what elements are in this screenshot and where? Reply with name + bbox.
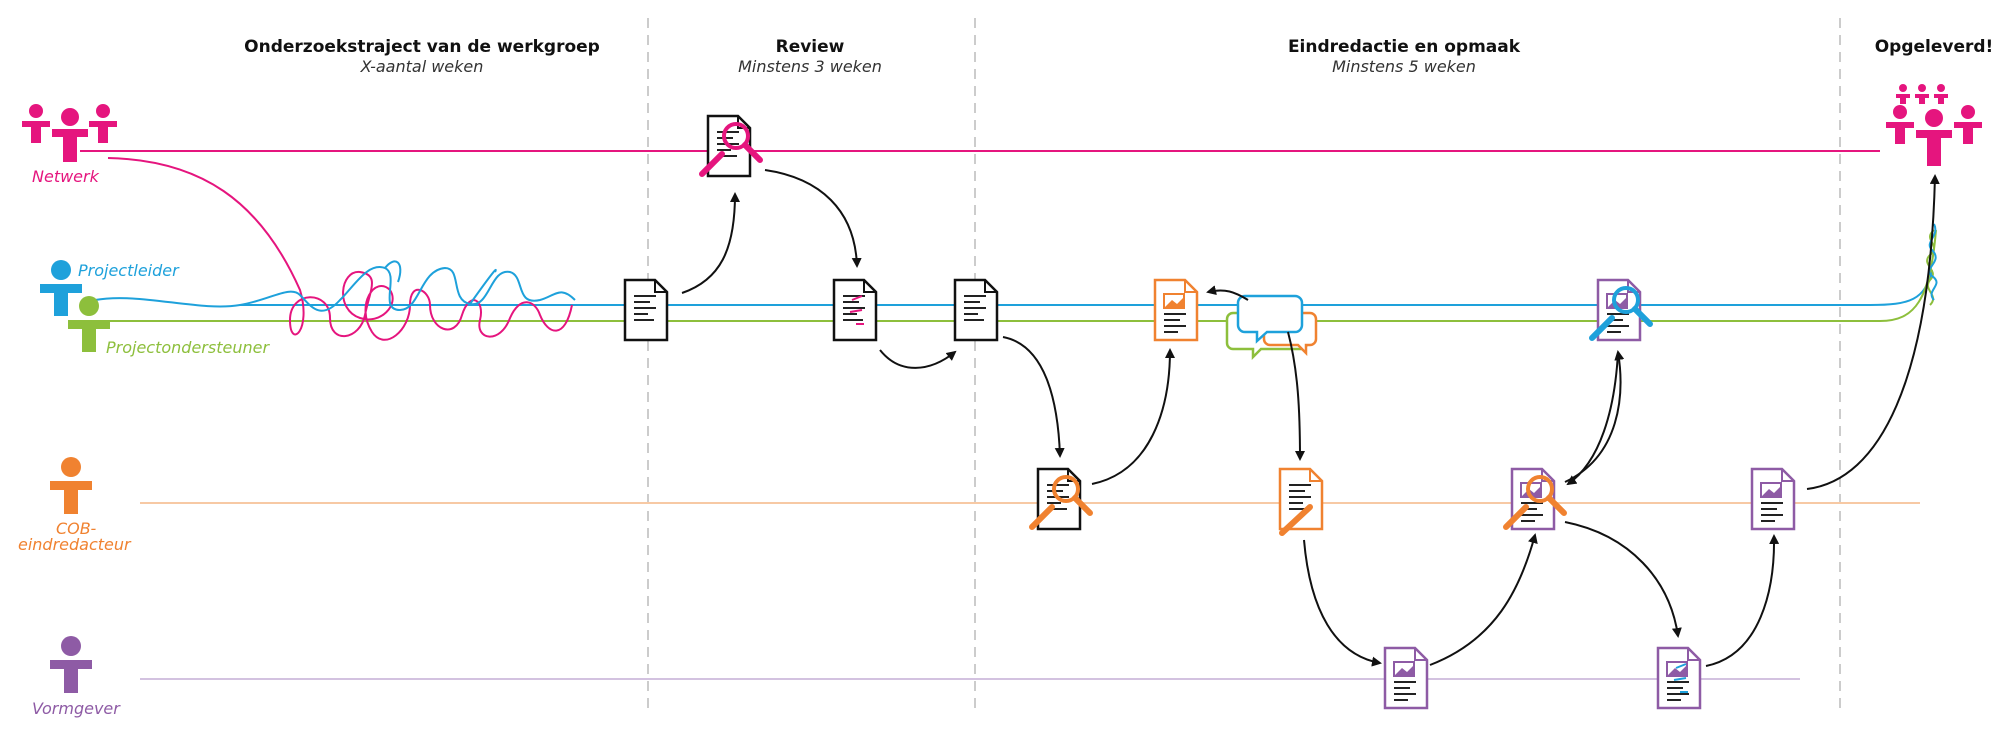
- arrow-bubble-to-orange-doc: [1206, 285, 1249, 301]
- arrow-cob2-to-vorm1: [1303, 539, 1382, 667]
- doc-cob-edit-document-icon: [1278, 467, 1324, 531]
- vormgever-label: Vormgever: [32, 699, 121, 718]
- arrow-cob3-to-blue-doc: [1564, 350, 1625, 483]
- doc-revised-document-icon: [953, 278, 999, 342]
- lane-projectleider: [94, 269, 1933, 308]
- doc-cob-review-1-magnifier-icon: [1029, 475, 1093, 530]
- doc-cob-edit-pencil-icon: [1279, 504, 1313, 536]
- lane-projectondersteuner: [105, 229, 1937, 322]
- documents: [623, 114, 1796, 710]
- swimlanes: [80, 150, 1937, 680]
- arrow-cob1-to-orange-doc: [1091, 348, 1175, 485]
- projectleider-scribble-2: [384, 260, 497, 305]
- phase-title-eindredactie: Eindredactie en opmaak: [1288, 37, 1521, 57]
- doc-orange-layout-document-icon: [1153, 278, 1199, 342]
- arrow-review-to-doc2: [764, 169, 862, 268]
- phase-title-opgeleverd: Opgeleverd!: [1875, 37, 1994, 57]
- arrow-doc3-to-cob1: [1002, 336, 1065, 458]
- projectleider-label: Projectleider: [78, 261, 180, 280]
- arrow-vorm2-to-final: [1705, 534, 1780, 667]
- arrow-doc1-to-review: [681, 192, 740, 294]
- research-scribbles: [107, 157, 1938, 341]
- phase-subtitle-onderzoek: X-aantal weken: [360, 57, 484, 76]
- cob-person-icon: [50, 457, 92, 514]
- doc-final-document-icon: [1750, 467, 1796, 531]
- cob-label-line2: eindredacteur: [18, 535, 132, 554]
- role-icons: Netwerk Projectleider Projectondersteune…: [18, 84, 1982, 718]
- vormgever-person-icon: [50, 636, 92, 693]
- arrow-vorm1-to-cob3: [1429, 533, 1538, 666]
- flow-arrows: [681, 169, 1940, 667]
- doc-projectleider-check-magnifier-icon: [1589, 286, 1653, 341]
- phase-title-onderzoek: Onderzoekstraject van de werkgroep: [244, 37, 600, 57]
- doc-after-review-document-icon: [832, 278, 878, 342]
- arrow-cob3-to-vorm2: [1564, 521, 1682, 638]
- doc-review-magnifier-icon: [699, 122, 763, 177]
- discussion-speech-bubble-icon: [1225, 294, 1318, 361]
- projectondersteuner-person-icon: [68, 296, 110, 352]
- doc-vormgever-2-document-icon: [1656, 646, 1702, 710]
- phase-subtitle-eindredactie: Minstens 5 weken: [1332, 57, 1476, 76]
- doc-cob-review-2-magnifier-icon: [1503, 475, 1567, 530]
- projectleider-scribble: [239, 266, 576, 312]
- projectleider-person-icon: [40, 260, 82, 316]
- arrow-blue-doc-to-cob3: [1566, 351, 1619, 486]
- cob-label-line1: COB-: [56, 519, 96, 538]
- phase-title-review: Review: [776, 37, 845, 57]
- doc-first-draft-document-icon: [623, 278, 669, 342]
- projectondersteuner-label: Projectondersteuner: [106, 338, 270, 357]
- doc-vormgever-1-document-icon: [1383, 646, 1429, 710]
- netwerk-scribble: [107, 157, 573, 341]
- netwerk-label: Netwerk: [32, 167, 100, 186]
- phase-headers: Onderzoekstraject van de werkgroep X-aan…: [244, 37, 1993, 76]
- arrow-doc2-to-doc3: [879, 349, 957, 369]
- opgeleverd-group-icon: [1886, 84, 1982, 166]
- arrow-final-to-opgeleverd: [1806, 174, 1940, 490]
- phase-subtitle-review: Minstens 3 weken: [738, 57, 882, 76]
- netwerk-group-icon: [22, 104, 117, 162]
- arrow-bubble-to-cob2: [1287, 331, 1305, 461]
- phase-dividers: [647, 18, 1841, 710]
